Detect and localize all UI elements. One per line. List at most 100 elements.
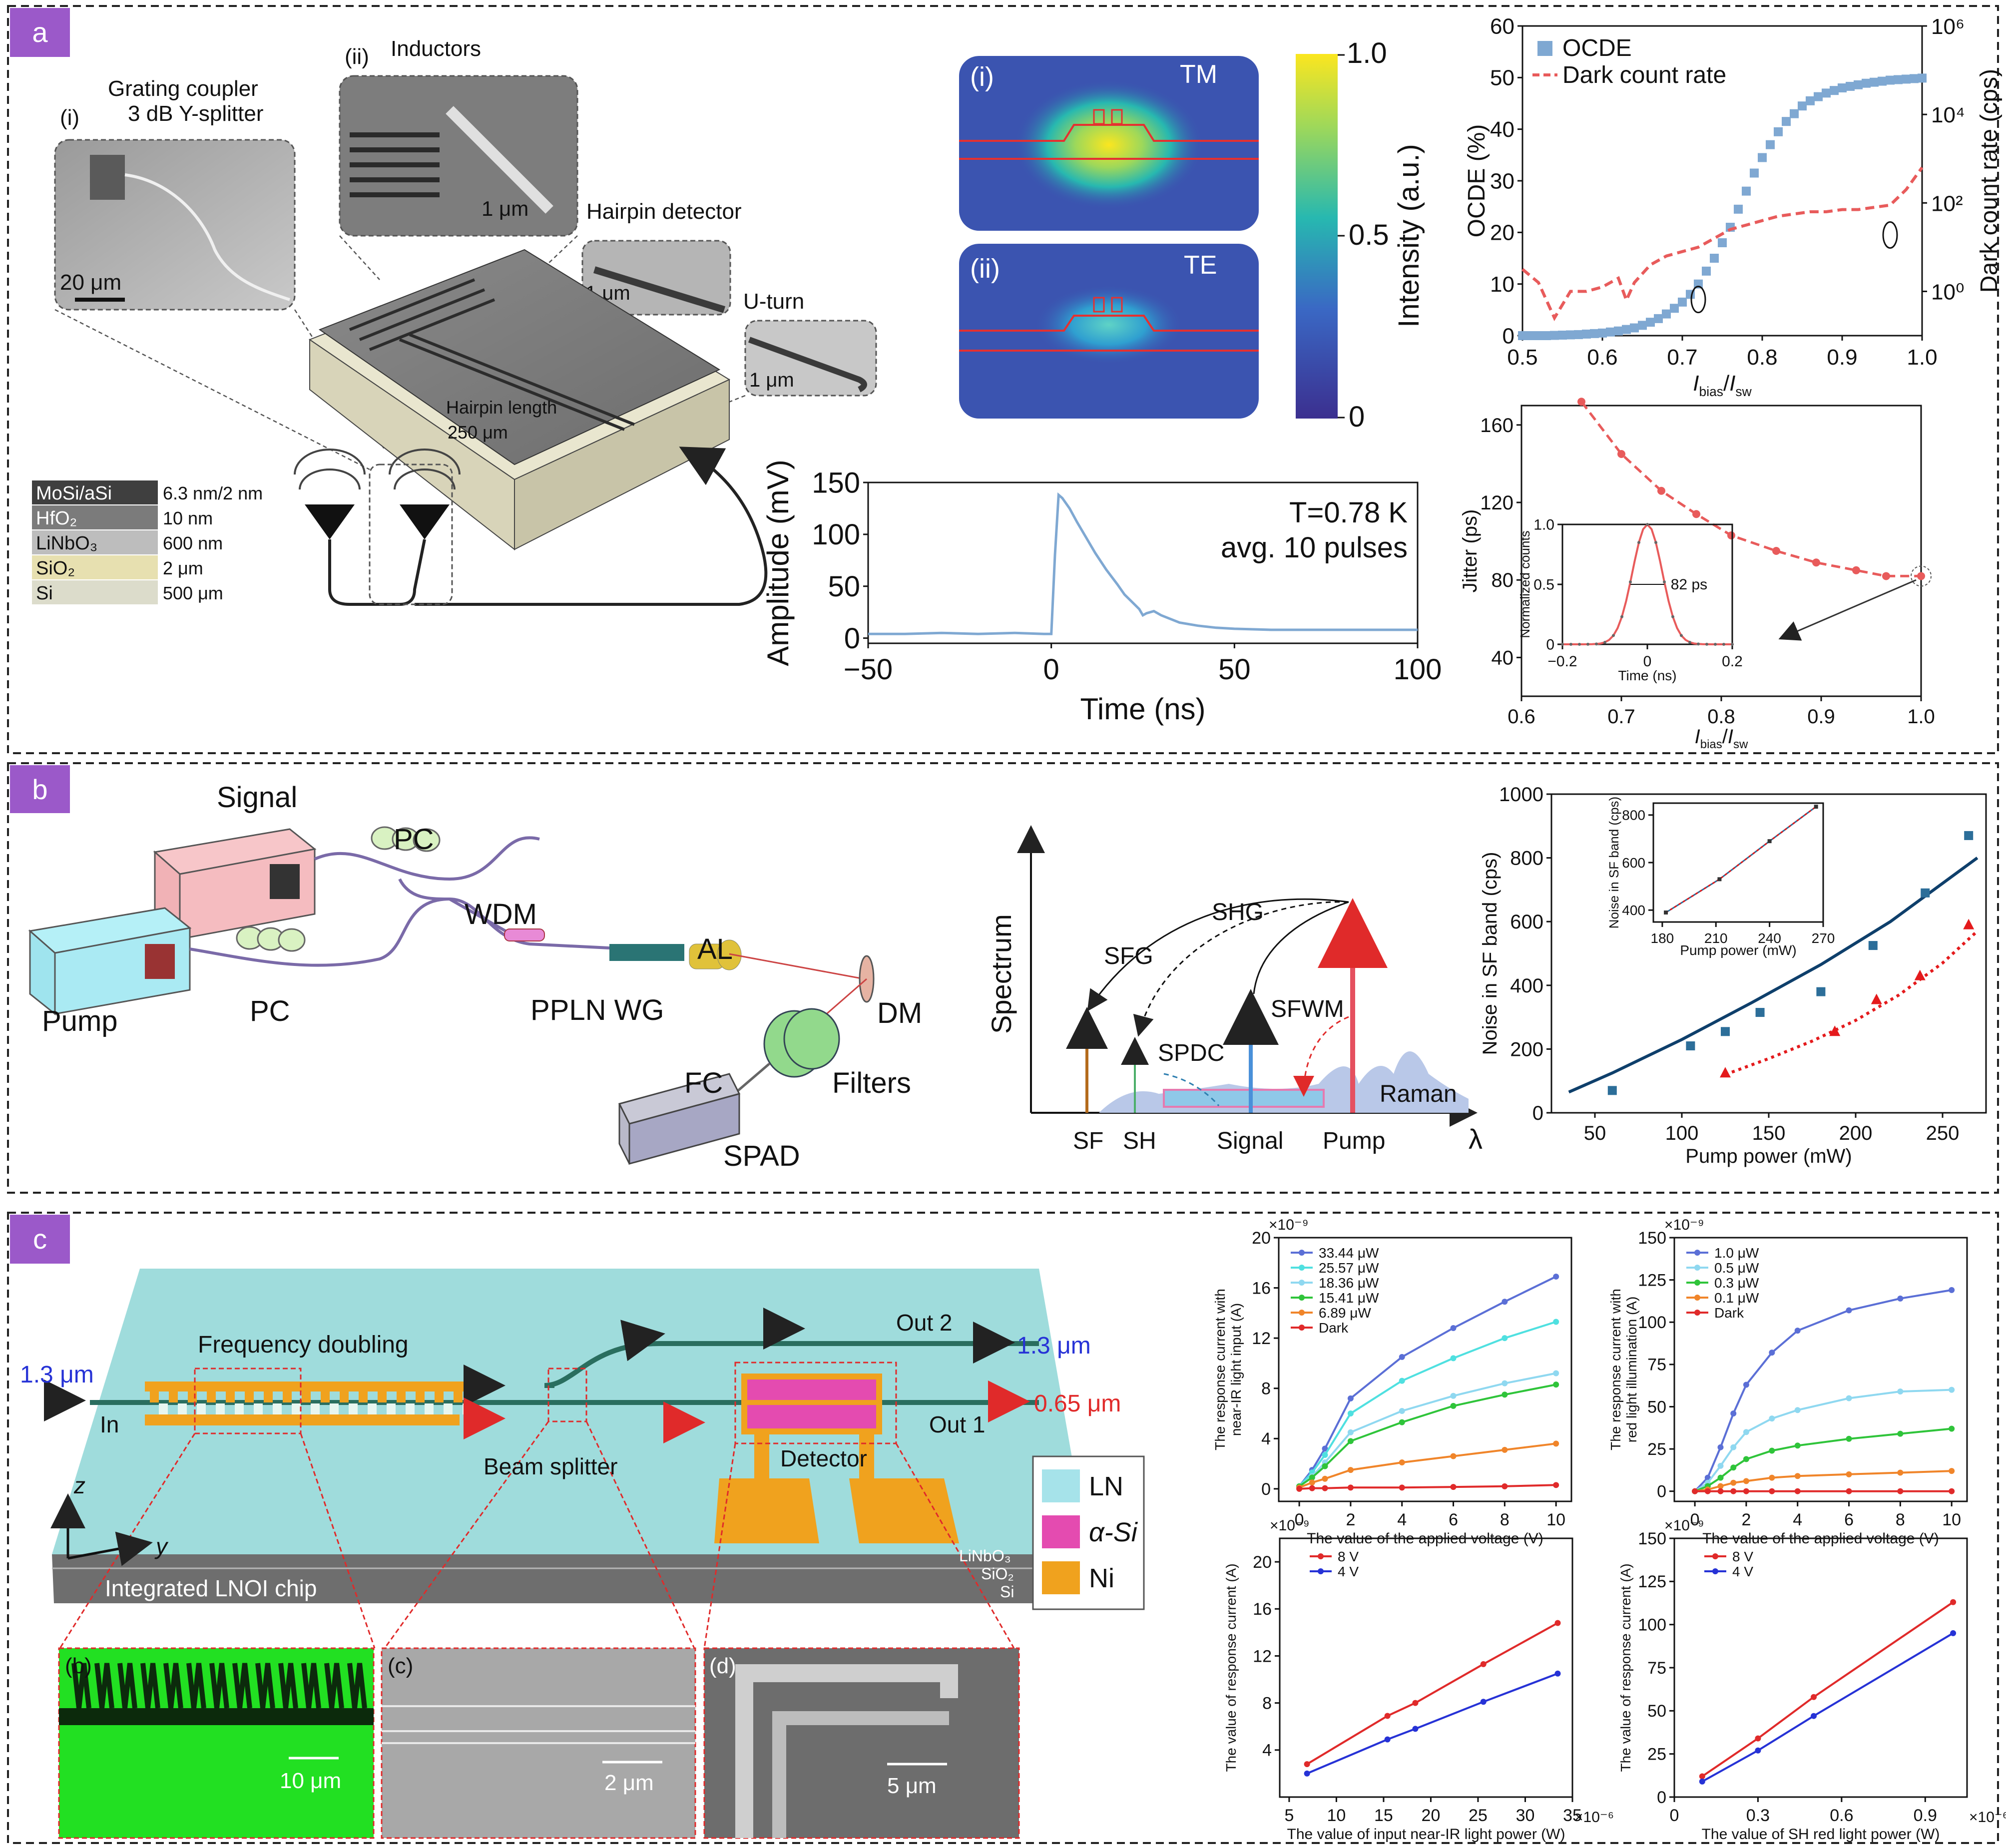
iv_red-series-point [1897,1488,1904,1494]
pw_ir-series-point [1554,1620,1561,1626]
grating-couplers-drawing [294,447,768,606]
noise-point-red [1914,969,1926,980]
pw_red-xexponent: ×10⁻⁶ [1969,1809,2006,1826]
noise-point-blue [1868,941,1878,950]
iv_red-legend-label: 0.1 μW [1714,1290,1759,1306]
jitter-arrow [1778,579,1917,641]
inset-d-electrode [735,1664,958,1838]
ppln-tooth [169,1390,178,1402]
legend-ocde-swatch [1537,41,1552,56]
zoom-boxes-c [59,1362,1015,1649]
panel-c-frame [7,1212,1999,1844]
jitter-xtick-label: 0.7 [1607,706,1635,728]
chip-top-layer [318,249,721,465]
pw_red-xtick-label: 0.3 [1746,1806,1770,1825]
iv_ir-series-point [1399,1407,1405,1414]
iv_ir-xtick-label: 2 [1346,1510,1355,1529]
ppln-tooth [454,1390,463,1402]
iv_ir-series-point [1399,1459,1405,1466]
iv_red-series-point [1717,1483,1724,1489]
pw_red-ytick-label: 100 [1638,1616,1666,1635]
inset-b-tooth [324,1663,344,1709]
inset-d-tag: (d) [709,1654,736,1678]
panel-b-frame [7,762,1999,1194]
spectrum-sfwm: SFWM [1271,996,1344,1022]
jitter-inset-point [1603,640,1606,644]
jitter-point [1657,486,1665,495]
ocde-point [1774,127,1783,136]
ocde-point [1918,73,1927,83]
jitter-xlabel: Ibias/Isw [1695,726,1748,751]
ocde-axis-marker [1690,286,1706,314]
legend-ocde-label: OCDE [1562,35,1632,61]
colorbar-tick-05: 0.5 [1349,219,1389,251]
pw_red-xtick-label: 0.6 [1830,1806,1853,1825]
stack-thickness-3: 2 μm [163,558,203,578]
inset-c-scale: 2 μm [604,1771,654,1795]
pw_red-series-point [1811,1694,1817,1700]
jitter-inset-point [1714,642,1717,646]
axis-z: z [73,1472,85,1498]
ocde-point [1694,279,1703,289]
ocde-ytick-label: 10 [1490,272,1514,297]
ocde-point [1910,74,1919,83]
jitter-inset-point [1731,643,1734,646]
inset-b-tooth [255,1663,275,1709]
spectrum-sfg: SFG [1104,943,1153,969]
dcr-axis-marker [1882,221,1898,249]
dark-count-line [1521,166,1924,322]
iv_ir-series-point [1450,1453,1457,1459]
layer-stack: MoSi/aSi HfO₂ LiNbO₃ SiO₂ Si 6.3 nm/2 nm… [32,480,263,604]
freq-doubling-label: Frequency doubling [198,1332,409,1358]
noise-xlabel: Pump power (mW) [1685,1145,1852,1167]
iv_red-series-point [1794,1442,1801,1449]
noise-point-blue [1964,831,1974,840]
pw_ir-frame [1279,1537,1573,1798]
ppln-gap [216,1403,225,1414]
iv_ir-frame [1278,1237,1572,1502]
iv_ir-series-point [1322,1463,1328,1469]
inductors-label: Inductors [391,36,481,61]
iv_red-series-point [1897,1430,1904,1437]
inset-b-pattern [59,1663,374,1725]
iv_red-series-point [1949,1488,1955,1494]
jitter-inset-ytick-label: 1.0 [1533,517,1554,533]
ocde-point [1550,331,1559,340]
pulse-xtick-label: 0 [1043,653,1059,686]
pulse-annotation-temp: T=0.78 K [1289,496,1408,529]
ocde-point [1542,331,1551,340]
pw_ir-ylabel: The value of response current (A) [1223,1563,1239,1772]
mode-tm-waveguide [959,124,1259,160]
jitter-point [1812,558,1820,567]
jitter-point [1727,531,1735,539]
pw_ir-xtick-label: 15 [1374,1806,1393,1825]
ocde-y2tick-label: 10² [1931,191,1963,216]
setup-pc2: PC [250,995,290,1027]
noise-xtick-label: 50 [1584,1122,1606,1144]
iv_red-xtick-label: 10 [1942,1510,1961,1529]
iv_ir-series-line [1299,1442,1556,1489]
pw_red-frame [1673,1537,1968,1798]
iv_ir-series-line [1298,1276,1557,1487]
iv_ir-series-point [1553,1319,1559,1325]
iv_ir-series-point [1309,1479,1315,1486]
iv_ir-series-point [1502,1446,1508,1453]
iv_red-series-point [1846,1471,1852,1477]
legend-asi: α-Si [1089,1517,1138,1547]
iv_red-xtick-label: 4 [1793,1510,1802,1529]
sem-i-scale: 20 μm [60,270,121,295]
ocde-point [1518,331,1527,340]
jitter-frame [1520,405,1922,697]
colorbar-tick-0: 0 [1349,401,1365,433]
inset-b-tooth [140,1663,160,1709]
pw_red-series-point [1811,1713,1817,1719]
pulse-xtick-label: 100 [1394,653,1442,686]
sem-ii-scale: 1 μm [482,197,528,220]
inset-b-tooth [232,1663,252,1709]
ocde-point [1878,76,1887,86]
ocde-ytick-label: 60 [1490,14,1514,38]
ocde-point [1654,314,1663,323]
ocde-point [1822,88,1831,98]
noise-ytick-label: 0 [1532,1102,1543,1124]
